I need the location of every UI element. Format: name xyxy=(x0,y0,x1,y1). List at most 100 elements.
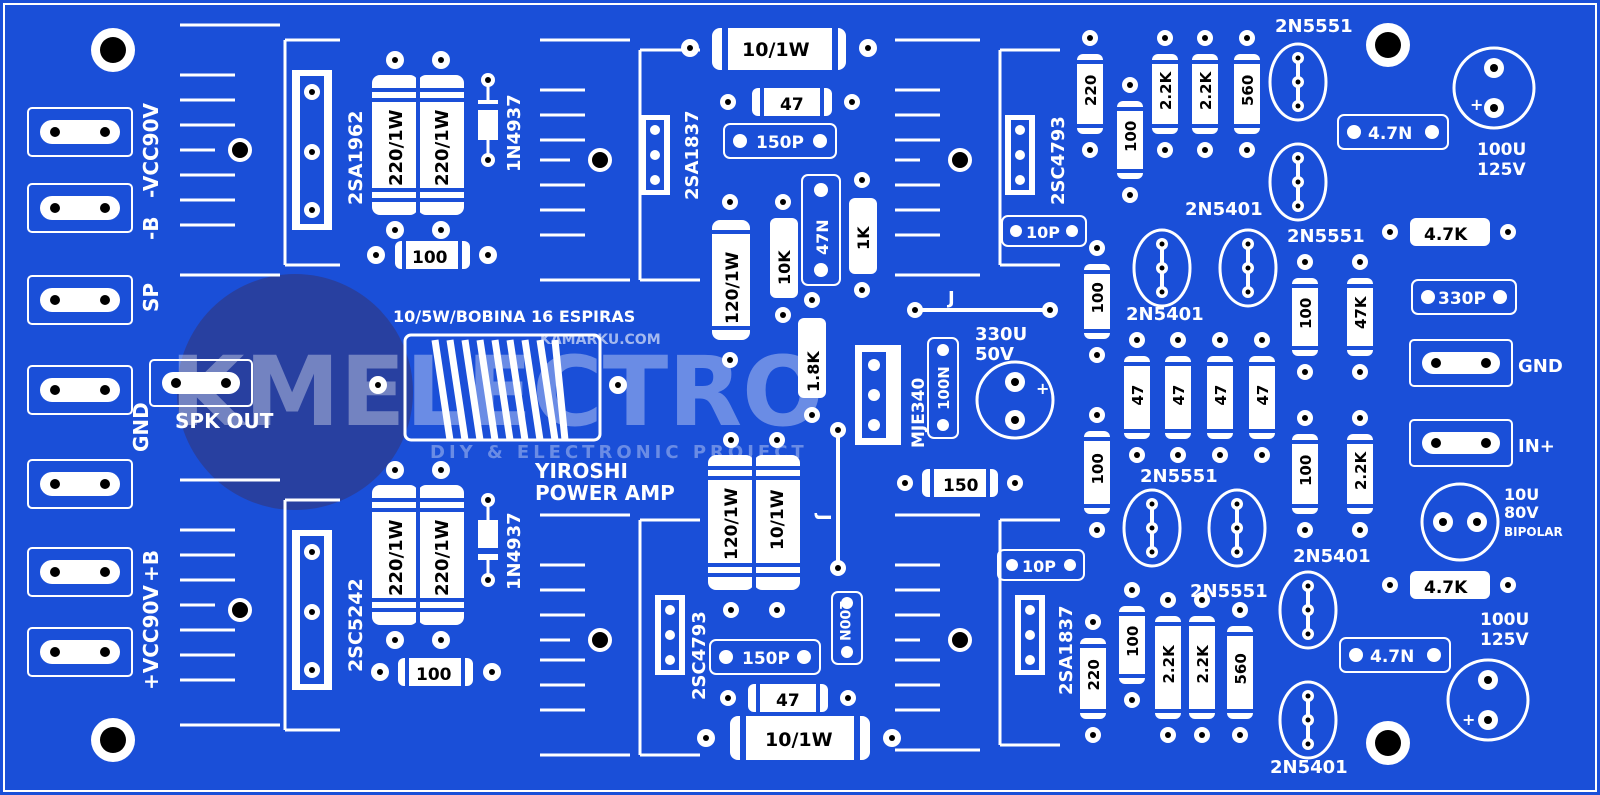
c-47n: 47N xyxy=(801,174,841,286)
q-2sa1962: 2SA1962 xyxy=(292,70,367,230)
coil-inductor: 10/5W/BOBINA 16 ESPIRAS xyxy=(369,307,635,442)
label-r120-1w-bottom: 120/1W xyxy=(722,487,742,560)
label-2n5401-c: 2N5401 xyxy=(1293,546,1371,567)
label-c47n: 47N xyxy=(813,219,832,255)
r-100-right-b: 100 xyxy=(1292,410,1318,538)
label-c10u: 10U xyxy=(1504,485,1539,504)
small-transistors xyxy=(1122,42,1338,760)
r-560-bot: 560 xyxy=(1227,602,1253,743)
label-r100-b: 100 xyxy=(416,665,452,685)
small-transistor-labels: 2N5551 2N5401 2N5551 2N5401 2N5551 2N540… xyxy=(1126,16,1371,778)
label-2n5551-a: 2N5551 xyxy=(1275,16,1353,37)
label-r10k: 10K xyxy=(775,250,794,285)
label-r10-1w-top: 10/1W xyxy=(742,39,810,61)
r-1k: 1K xyxy=(849,172,877,298)
label-1n4937-bottom: 1N4937 xyxy=(504,512,525,590)
r-2-2k-bot-a-label: 2.2K xyxy=(1160,644,1178,684)
c-4-7n-top: 4.7N xyxy=(1337,114,1449,150)
label-r10-1w-bottom: 10/1W xyxy=(765,729,833,751)
r-100-bot: 100 xyxy=(1119,582,1145,708)
r-10-1w-bottom: 10/1W xyxy=(697,716,901,760)
label-2sa1962: 2SA1962 xyxy=(345,111,367,206)
r-4-7k-bottom: 4.7K xyxy=(1382,571,1516,599)
label-2n5551-c: 2N5551 xyxy=(1140,466,1218,487)
r-220-1w-pair-top: 220/1W 220/1W xyxy=(372,51,464,239)
r-47-a: 47 xyxy=(1124,332,1150,463)
label-2sa1837-bottom: 2SA1837 xyxy=(1056,605,1077,695)
r-100-mid-b: 100 xyxy=(1084,407,1110,538)
label-pos-b: +B xyxy=(139,550,163,582)
label-r10-1w-vertical: 10/1W xyxy=(768,489,788,550)
label-r47-top: 47 xyxy=(780,95,804,115)
label-c10p-bottom: 10P xyxy=(1022,557,1056,576)
board-outline xyxy=(3,3,1597,792)
r-100-right-b-label: 100 xyxy=(1297,455,1315,486)
label-c4-7n-top: 4.7N xyxy=(1368,124,1412,144)
connector-in-plus: IN+ xyxy=(1409,419,1555,467)
c-150p-bottom: 150P xyxy=(709,639,821,675)
label-r4-7k-top: 4.7K xyxy=(1424,225,1468,245)
q-2sc4793-bottom: 2SC4793 xyxy=(655,595,710,700)
watermark-circle xyxy=(177,274,413,510)
r-220-top-label: 220 xyxy=(1082,75,1100,106)
to92-q1 xyxy=(1268,42,1328,122)
label-r4-7k-bottom: 4.7K xyxy=(1424,578,1468,598)
to92-q4 xyxy=(1218,228,1278,308)
q-2sc4793-top: 2SC4793 xyxy=(1005,115,1069,205)
label-jumper-top: J xyxy=(946,288,955,309)
svg-text:+: + xyxy=(1462,710,1475,729)
r-10-1w-top: 10/1W xyxy=(681,28,877,70)
r-100-mid-a-label: 100 xyxy=(1089,282,1107,313)
label-2n5551-d: 2N5551 xyxy=(1190,581,1268,602)
r-560-top: 560 xyxy=(1234,30,1260,158)
label-r150: 150 xyxy=(943,476,979,496)
r-100-bottom-left: 100 xyxy=(371,658,501,686)
label-2sc4793-top: 2SC4793 xyxy=(1048,116,1069,205)
r-1-8k: 1.8K xyxy=(798,292,826,423)
title-line1: YIROSHI xyxy=(534,459,628,483)
label-neg-b: -B xyxy=(139,216,163,240)
label-mje340: MJE340 xyxy=(909,377,929,448)
r-2-2k-top-b-label: 2.2K xyxy=(1197,70,1215,110)
label-c100n-top: 100N xyxy=(935,366,953,410)
label-2n5551-b: 2N5551 xyxy=(1287,226,1365,247)
q-mje340: MJE340 xyxy=(855,345,929,448)
r-47k: 47K xyxy=(1347,254,1373,380)
r-47-b: 47 xyxy=(1165,332,1191,463)
spk-out-connector: SPK OUT xyxy=(149,359,274,433)
c-10p-bottom: 10P xyxy=(997,549,1085,581)
r-220-bot-label: 220 xyxy=(1085,659,1103,690)
c-4-7n-bottom: 4.7N xyxy=(1339,637,1451,673)
label-c150p-top: 150P xyxy=(756,133,804,153)
connector-gnd-right: GND xyxy=(1409,339,1563,387)
r-100-right-a-label: 100 xyxy=(1297,298,1315,329)
label-gnd-right: GND xyxy=(1518,356,1563,377)
left-connectors: -VCC90V -B SP GND +B +VCC90V xyxy=(27,102,163,690)
label-c4-7n-bottom: 4.7N xyxy=(1370,647,1414,667)
c-100n-bottom: 100N xyxy=(831,591,863,665)
label-r220-1: 220/1W xyxy=(386,109,407,186)
label-2n5401-b: 2N5401 xyxy=(1126,304,1204,325)
r-47-b-label: 47 xyxy=(1170,385,1188,406)
label-r47-bottom: 47 xyxy=(776,691,800,711)
label-r1k: 1K xyxy=(854,226,873,250)
label-2sc5242: 2SC5242 xyxy=(345,578,367,672)
label-vcc-pos: +VCC90V xyxy=(139,585,163,690)
r-2-2k-right: 2.2K xyxy=(1347,410,1373,538)
r-220-bot: 220 xyxy=(1080,614,1106,743)
c-100u-top: + 100U 125V xyxy=(1452,46,1536,180)
r-47-d: 47 xyxy=(1249,332,1275,463)
label-r220-2: 220/1W xyxy=(432,109,453,186)
label-vcc-neg: -VCC90V xyxy=(139,102,163,198)
label-c330u: 330U xyxy=(975,324,1027,345)
r-47-bottom: 47 xyxy=(720,684,856,712)
label-2n5401-a: 2N5401 xyxy=(1185,199,1263,220)
c-330u: 330U 50V + xyxy=(975,324,1055,440)
r-2-2k-top-a: 2.2K xyxy=(1152,30,1178,158)
r-10k: 10K xyxy=(770,194,798,323)
r-100-top-left: 100 xyxy=(367,241,497,269)
label-1n4937-top: 1N4937 xyxy=(504,94,525,172)
watermark: KMELECTRO KAMARKU.COM DIY & ELECTRONIC P… xyxy=(170,274,824,510)
